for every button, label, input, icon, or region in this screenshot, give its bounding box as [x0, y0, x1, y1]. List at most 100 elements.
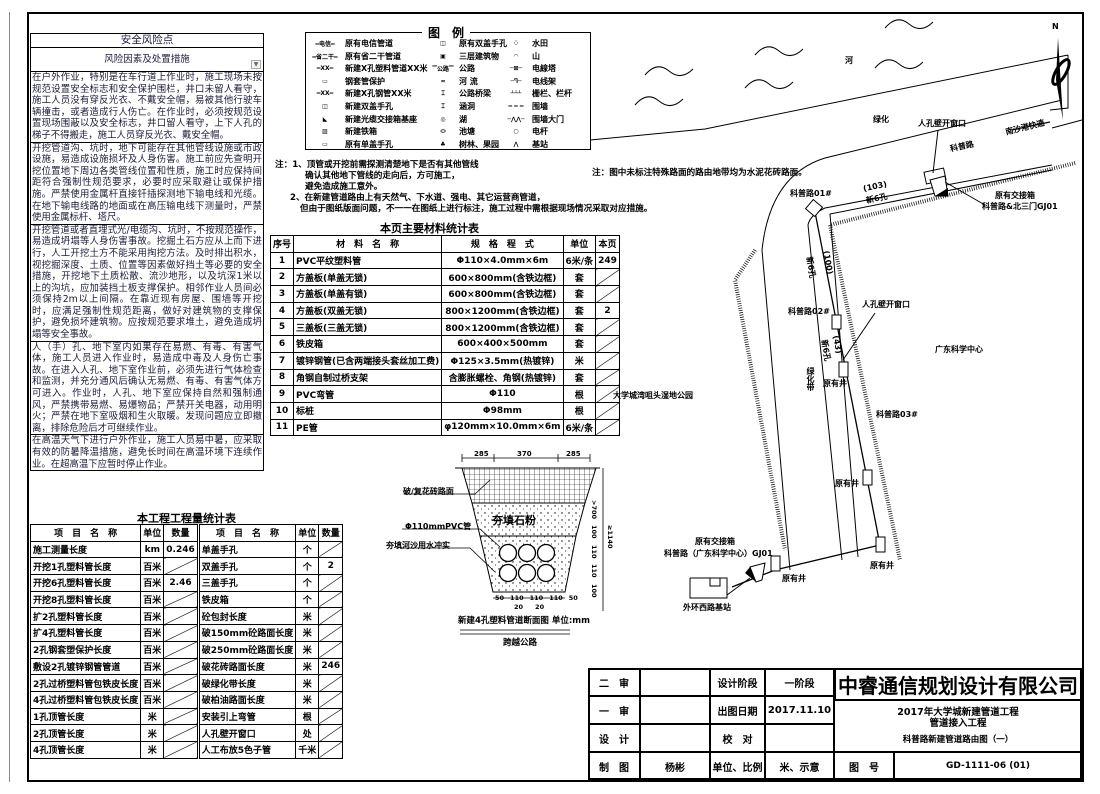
legend-symbol-icon: ⌶: [441, 89, 445, 97]
table-cell: [595, 285, 620, 303]
legend-symbol-icon: ▭: [322, 77, 328, 85]
table-row: 扩2孔塑料管长度百米砼包封长度米: [29, 607, 344, 626]
legend-symbol-icon: ▣: [440, 52, 446, 60]
legend-symbol-icon: ◣: [322, 115, 328, 123]
legend-symbol-icon: ▨: [322, 128, 328, 136]
legend-entry: ◫原有双盖手孔: [430, 38, 507, 49]
fill-stone-label: 夯填石粉: [492, 514, 536, 527]
dropdown-arrow-icon[interactable]: ▼: [251, 60, 261, 69]
legend-symbol-icon: ◠: [513, 52, 519, 60]
legend-entry: ♣树林、果园: [430, 139, 499, 150]
drawing-no: GD-1111-06 (01): [894, 752, 1082, 780]
company-name: 中睿通信规划设计有限公司: [834, 668, 1082, 701]
legend-label: 原有双盖手孔: [459, 39, 507, 48]
cross-section: [400, 454, 604, 635]
legend-symbol-icon: ━省二干━: [312, 53, 338, 61]
table-row: 2孔顶管长度米人孔壁开窗口处: [29, 724, 344, 742]
legend-label: 新建双盖手孔: [345, 102, 393, 111]
legend-label: 河 流: [459, 76, 478, 86]
cabinet-1-id: 科普路&北三门GJ01: [982, 202, 1058, 211]
table-header-row: 序号材 料 名 称规 格 程 式单位本页: [269, 235, 620, 253]
title-cell-scale-value: 米、示意: [765, 752, 834, 780]
cabinet-2-title: 原有交接箱: [695, 537, 735, 546]
legend-entry: ≈ 河 流: [430, 76, 478, 87]
table-cell: 4孔顶管长度: [29, 740, 142, 759]
section-subcaption: 跨越公路: [503, 638, 538, 648]
drawing-no-label: 图 号: [834, 752, 894, 780]
title-cell-review2-value: [640, 668, 710, 696]
table-cell: 施工测量长度: [29, 540, 142, 559]
river-waves: [634, 19, 934, 106]
table-header-row: 项 目 名 称单位数量项 目 名 称单位数量: [29, 524, 344, 542]
legend-label: 新建光缆交接箱基座: [345, 114, 417, 124]
legend-symbol-icon: ─⊠─: [509, 65, 523, 73]
cabinet-2-id: 科普路（广东科学中心）GJ01: [664, 549, 773, 558]
dim: 110: [590, 564, 598, 578]
manhole-02: [831, 314, 842, 330]
table-cell: [595, 268, 620, 287]
base-station-link: [726, 577, 751, 596]
sand-label: 夯填河沙用水冲实: [386, 541, 450, 550]
cabinet-icon: [745, 562, 766, 583]
river-bank: [589, 54, 1069, 141]
legend-symbol-icon: ≈: [440, 77, 446, 85]
existing-manhole: [838, 361, 849, 378]
note-right: 注：图中未标注特殊路面的路由地带均为水泥花砖路面。: [592, 168, 807, 178]
legend-entry: ▭钢套管保护: [308, 76, 385, 87]
legend-entry: ▣三层建筑物: [430, 51, 499, 62]
legend-entry: ┴┴┴栅栏、栏杆: [503, 88, 572, 99]
legend-symbol-icon: ═XX═: [316, 65, 334, 73]
legend-entry: ━省二干━ 原有省二干管道: [308, 51, 401, 62]
title-cell-scale-label: 单位、比例: [710, 752, 765, 780]
legend-entry: ⬭池塘: [430, 126, 475, 137]
science-center-label: 广东科学中心: [935, 345, 983, 354]
legend-entry: ◣ 新建光缆交接箱基座: [308, 114, 417, 125]
legend-label: 电线架: [532, 76, 556, 86]
existing-well-label: 原有井: [870, 561, 894, 570]
legend-symbol-icon: ⋀: [513, 140, 519, 148]
table-cell: [318, 724, 344, 742]
manhole-window-label: 人孔壁开窗口: [862, 300, 910, 309]
legend-label: 水田: [532, 39, 548, 48]
table-cell: [595, 418, 620, 437]
legend-entry: ─⊠─ 电線塔: [503, 63, 556, 74]
legend-label: 树林、果园: [459, 139, 499, 149]
legend-symbol-icon: ━电信━: [315, 41, 335, 48]
legend-entry: ⁘水田: [503, 38, 548, 49]
table-cell: [595, 401, 620, 420]
cabinet-1-title: 原有交接箱: [995, 191, 1035, 200]
legend-entry: ○电杆: [503, 126, 548, 137]
dim-top: 285: [474, 450, 489, 458]
paving-label: 破/复花砖路面: [403, 487, 454, 496]
title-cell-date-value: 2017.11.10: [765, 696, 834, 724]
dim: 100: [590, 525, 598, 539]
legend-entry: ─⋀⋀─ 围墙大门: [503, 114, 564, 125]
title-cell-draw-label: 制 图: [588, 752, 640, 780]
legend-label: 电線塔: [532, 64, 556, 74]
well-01-label: 科普路01#: [790, 189, 832, 198]
legend-symbol-icon: ○: [513, 128, 519, 136]
title-cell-stage-label: 设计阶段: [710, 668, 765, 696]
legend-symbol-icon: ◎: [440, 115, 446, 123]
legend-symbol-icon: ⌶: [441, 102, 445, 110]
table-cell: φ120mm×10.0mm×6m: [441, 418, 564, 437]
legend-label: 池塘: [459, 127, 475, 137]
pipe-label: Φ110mmPVC管: [405, 522, 472, 531]
existing-manhole: [770, 555, 781, 572]
legend-symbol-icon: ─⋀⋀─: [507, 115, 525, 123]
base-station-label: 外环西路基站: [683, 603, 731, 612]
existing-manhole: [862, 469, 873, 486]
legend-label: 围墙大门: [532, 114, 564, 124]
dim: 100: [590, 583, 598, 598]
legend-label: 原有省二干管道: [345, 51, 401, 61]
sheet-edge: [9, 12, 10, 782]
manhole-window-label: 人孔壁开窗口: [918, 119, 966, 128]
risk-item: 开挖管道或者直埋式光/电缆沟、坑时，不按规范操作，易造成坍塌等人身伤害事故。挖掘…: [31, 224, 263, 342]
project-line-1: 2017年大学城新建管道工程: [897, 706, 1019, 718]
well-02-label: 科普路02#: [788, 307, 830, 316]
manholes: [770, 167, 947, 572]
title-cell-check-label: 校 对: [710, 724, 765, 752]
